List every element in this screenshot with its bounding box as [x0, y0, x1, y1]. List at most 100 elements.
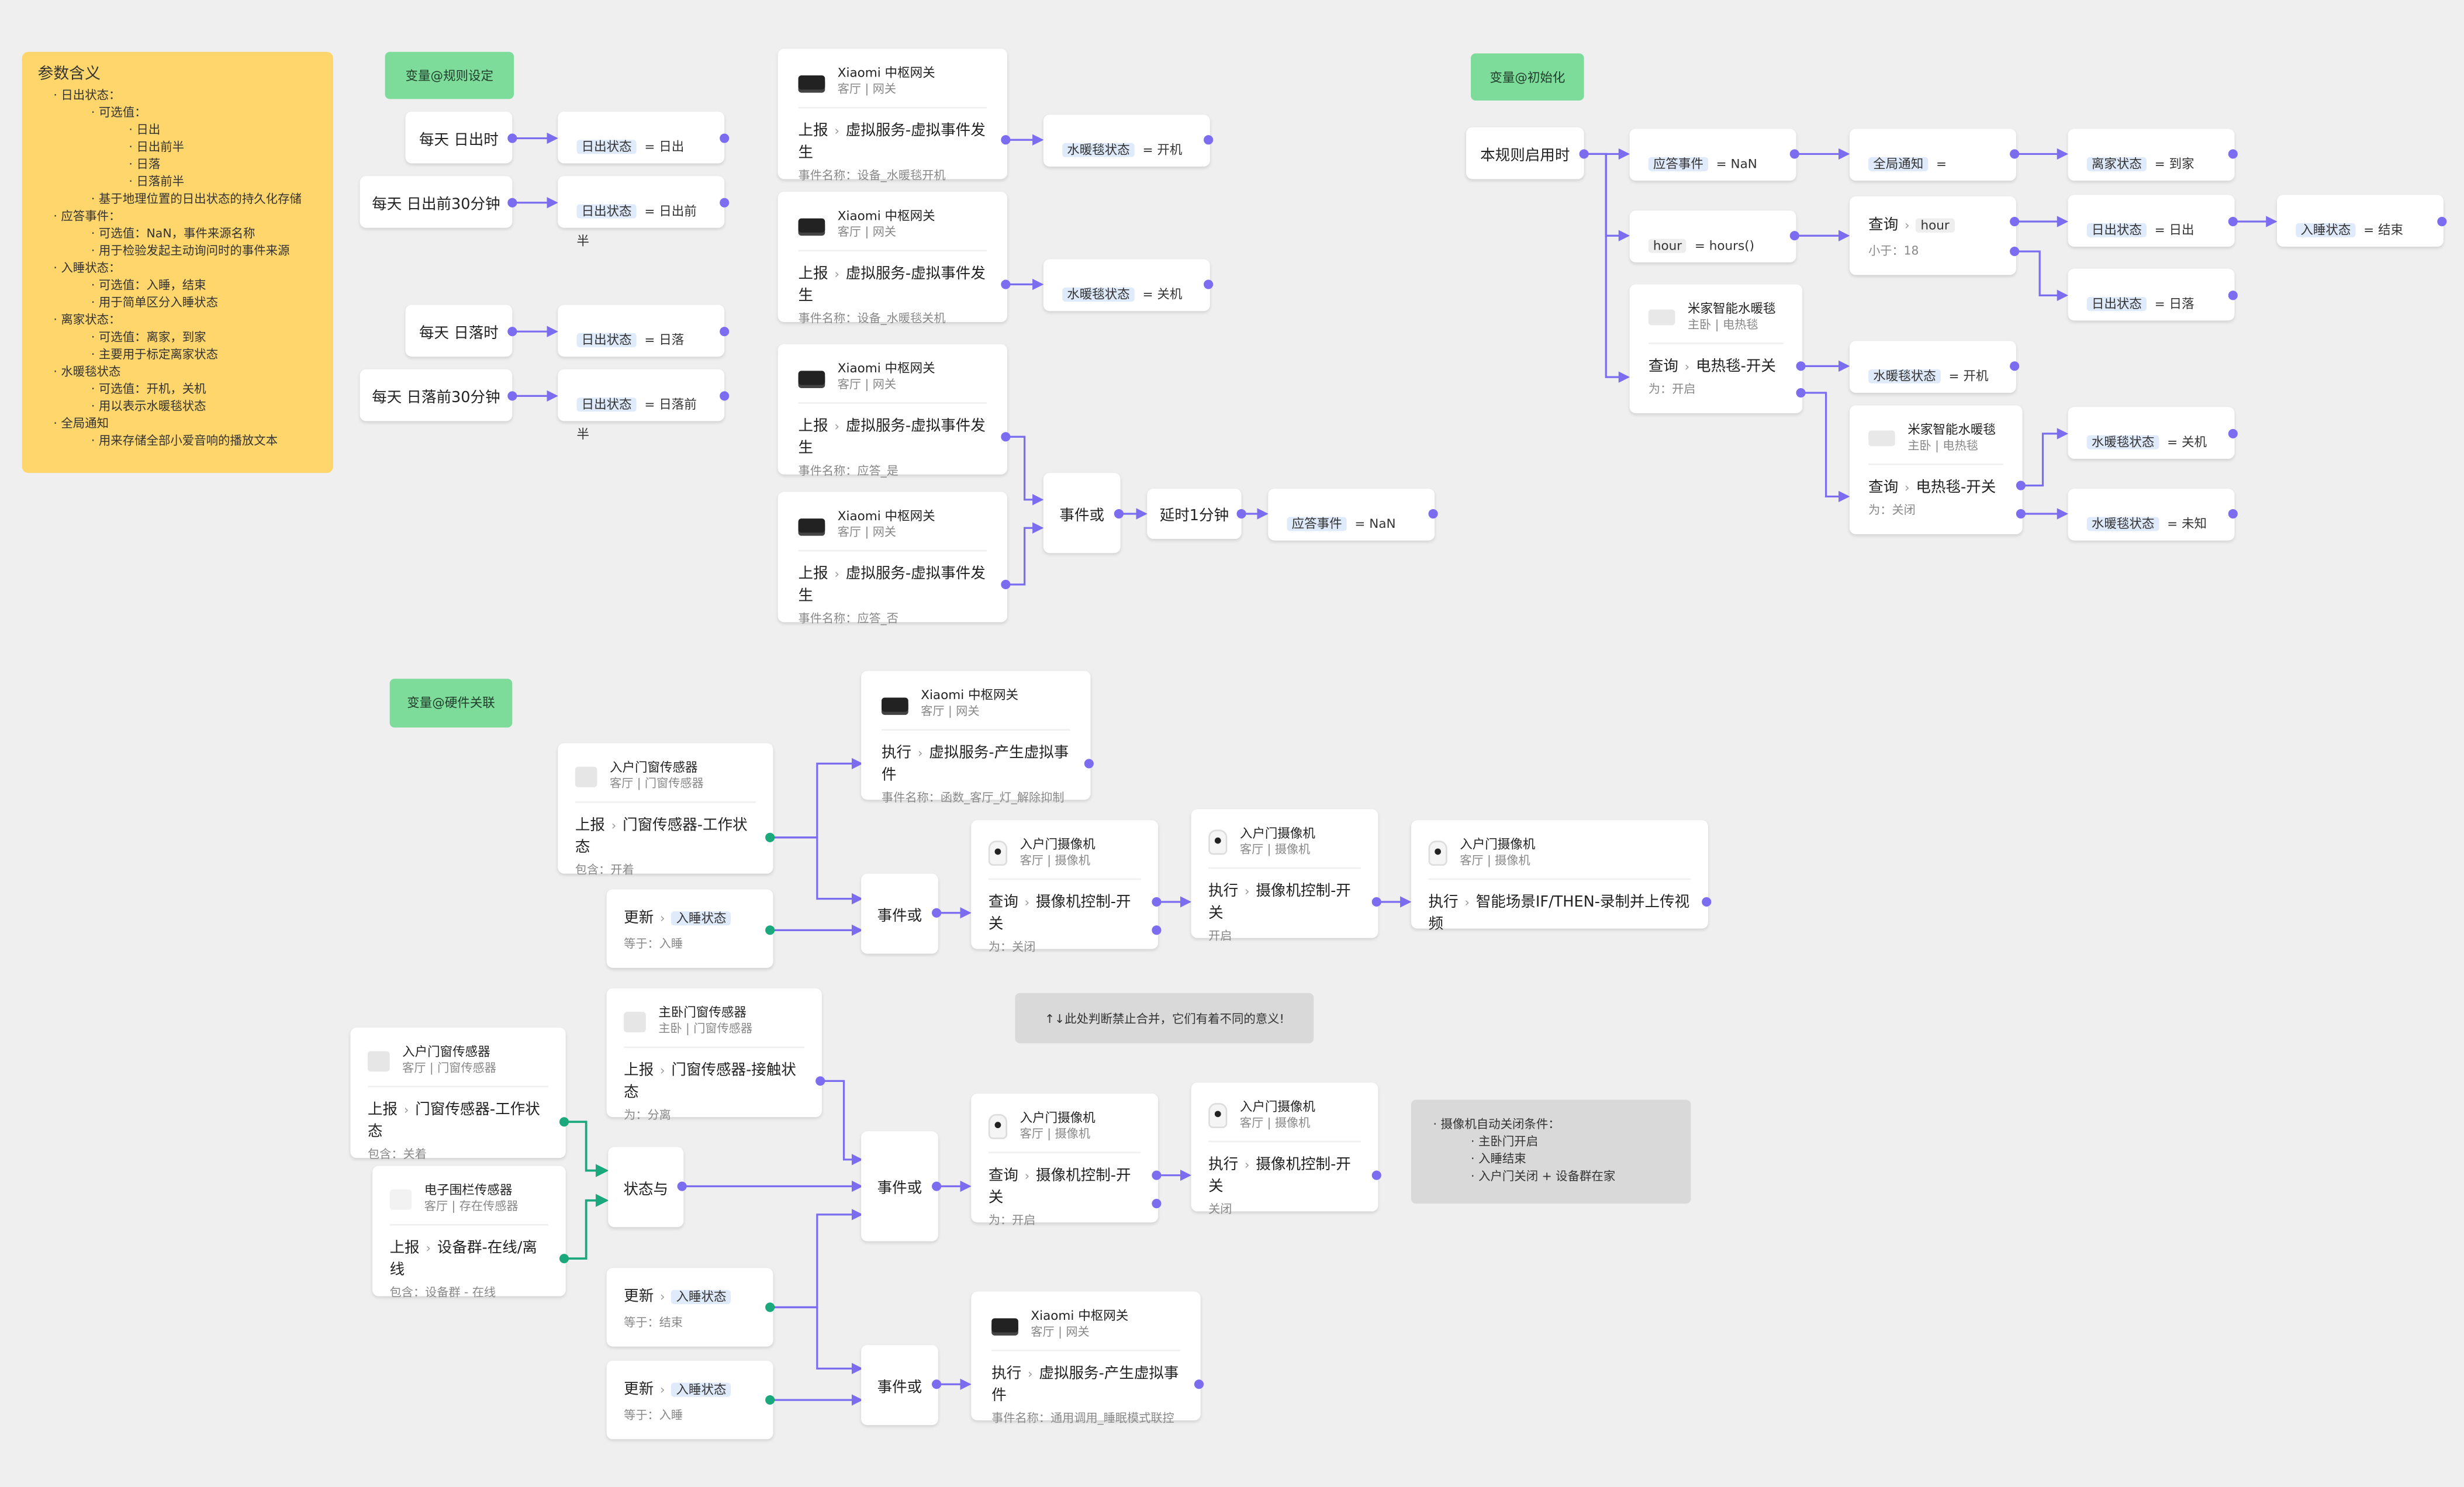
state-and-node[interactable]: 状态与 [608, 1147, 684, 1227]
event-or-node[interactable]: 事件或 [861, 1345, 938, 1426]
event-or-node[interactable]: 事件或 [1043, 473, 1121, 554]
device-name: 入户门摄像机 [1239, 1099, 1315, 1114]
logic-label: 延时1分钟 [1159, 507, 1229, 525]
action-verb: 上报 [798, 565, 828, 583]
gateway-card[interactable]: Xiaomi 中枢网关客厅 | 网关 上报›虚拟服务-虚拟事件发生 事件名称：应… [777, 344, 1008, 478]
assign-global-notice[interactable]: 全局通知 = [1849, 129, 2016, 181]
gateway-card[interactable]: Xiaomi 中枢网关客厅 | 网关 执行›虚拟服务-产生虚拟事件 事件名称：通… [971, 1291, 1201, 1425]
event-name: 事件名称：通用调用_睡眠模式联控 [991, 1410, 1174, 1426]
chevron-right-icon: › [1905, 218, 1910, 233]
camera-card[interactable]: 入户门摄像机客厅 | 摄像机 查询›摄像机控制-开关 为：开启 [971, 1093, 1159, 1227]
chevron-right-icon: › [660, 1382, 665, 1397]
condition-value: 为：开启 [1648, 382, 1696, 396]
delay-node[interactable]: 延时1分钟 [1147, 488, 1242, 540]
action-target: 电热毯-开关 [1916, 479, 1996, 497]
assign-sun-state[interactable]: 日出状态 = 日落前半 [558, 369, 725, 441]
camera-icon [1208, 1103, 1228, 1129]
device-room: 客厅 | 网关 [837, 81, 897, 96]
chevron-right-icon: › [1024, 1168, 1030, 1184]
group-rules[interactable]: 变量@规则设定 [385, 51, 514, 99]
trigger-sunrise[interactable]: 每天 日出时 [405, 111, 513, 164]
logic-label: 状态与 [623, 1181, 669, 1198]
group-hardware[interactable]: 变量@硬件关联 [389, 679, 513, 728]
camera-card[interactable]: 入户门摄像机客厅 | 摄像机 查询›摄像机控制-开关 为：关闭 [971, 820, 1159, 954]
camera-card[interactable]: 入户门摄像机客厅 | 摄像机 执行›摄像机控制-开关 开启 [1191, 809, 1378, 943]
assign-sun-state[interactable]: 日出状态 = 日落 [558, 305, 725, 357]
trigger-sunset[interactable]: 每天 日落时 [405, 305, 513, 357]
chevron-right-icon: › [426, 1241, 431, 1256]
var-tag: 日出状态 [576, 333, 637, 347]
camera-card[interactable]: 入户门摄像机客厅 | 摄像机 执行›智能场景IF/THEN-录制并上传视频 [1411, 820, 1708, 933]
door-sensor-card[interactable]: 入户门窗传感器客厅 | 门窗传感器 上报›门窗传感器-工作状态 包含：关着 [350, 1028, 566, 1161]
trigger-label: 每天 日落前30分钟 [372, 389, 500, 406]
gateway-card[interactable]: Xiaomi 中枢网关客厅 | 网关 执行›虚拟服务-产生虚拟事件 事件名称：函… [861, 670, 1091, 804]
assign-blanket-state[interactable]: 水暖毯状态 = 关机 [2068, 407, 2235, 459]
event-or-node[interactable]: 事件或 [861, 873, 938, 954]
trigger-rule-enabled[interactable]: 本规则启用时 [1466, 127, 1584, 179]
action-verb: 上报 [798, 122, 828, 140]
group-init[interactable]: 变量@初始化 [1471, 53, 1584, 101]
camera-card[interactable]: 入户门摄像机客厅 | 摄像机 执行›摄像机控制-开关 关闭 [1191, 1083, 1378, 1216]
door-sensor-icon [575, 766, 597, 787]
door-sensor-card[interactable]: 入户门窗传感器客厅 | 门窗传感器 上报›门窗传感器-工作状态 包含：开着 [558, 743, 773, 877]
action-verb: 执行 [991, 1365, 1022, 1383]
gateway-card[interactable]: Xiaomi 中枢网关客厅 | 网关 上报›虚拟服务-虚拟事件发生 事件名称：设… [777, 191, 1008, 325]
action-target: 门窗传感器-工作状态 [575, 817, 748, 857]
device-room: 客厅 | 网关 [837, 377, 897, 392]
update-sleep-node[interactable]: 更新›入睡状态 等于：入睡 [606, 889, 773, 968]
assign-sun-state[interactable]: 日出状态 = 日出 [558, 111, 725, 164]
assign-hour[interactable]: hour = hours() [1629, 210, 1796, 262]
blanket-query-card[interactable]: 米家智能水暖毯主卧 | 电热毯 查询›电热毯-开关 为：关闭 [1849, 405, 2023, 534]
assign-sleep-state[interactable]: 入睡状态 = 结束 [2277, 195, 2444, 247]
gateway-card[interactable]: Xiaomi 中枢网关客厅 | 网关 上报›虚拟服务-虚拟事件发生 事件名称：设… [777, 49, 1008, 182]
assign-away-state[interactable]: 离家状态 = 到家 [2068, 129, 2235, 181]
trigger-label: 每天 日出前30分钟 [372, 195, 500, 213]
logic-label: 事件或 [877, 1378, 922, 1396]
assign-answer-event[interactable]: 应答事件 = NaN [1268, 488, 1435, 541]
condition-value: 为：关闭 [1868, 503, 1916, 517]
assign-sun-state[interactable]: 日出状态 = 日落 [2068, 268, 2235, 321]
update-sleep-node[interactable]: 更新›入睡状态 等于：结束 [606, 1268, 773, 1347]
assign-sun-state[interactable]: 日出状态 = 日出 [2068, 195, 2235, 247]
bedroom-door-sensor-card[interactable]: 主卧门窗传感器主卧 | 门窗传感器 上报›门窗传感器-接触状态 为：分离 [606, 988, 822, 1122]
assign-blanket-state[interactable]: 水暖毯状态 = 开机 [1849, 341, 2016, 393]
chevron-right-icon: › [1245, 1158, 1250, 1173]
device-name: 入户门摄像机 [1239, 826, 1315, 841]
assign-blanket-state[interactable]: 水暖毯状态 = 开机 [1043, 115, 1210, 167]
device-room: 客厅 | 摄像机 [1020, 1126, 1090, 1141]
action-target: 门窗传感器-接触状态 [624, 1062, 796, 1102]
var-value: = 日落前半 [576, 397, 697, 442]
action-verb: 更新 [624, 910, 654, 927]
device-name: 入户门窗传感器 [609, 760, 698, 775]
condition-value: 小于：18 [1868, 243, 1919, 258]
gateway-icon [991, 1317, 1018, 1332]
gateway-icon [798, 370, 825, 385]
assign-sun-state[interactable]: 日出状态 = 日出前半 [558, 176, 725, 248]
trigger-before-sunset[interactable]: 每天 日落前30分钟 [360, 369, 513, 421]
camera-icon [1428, 841, 1447, 866]
logic-label: 事件或 [1059, 506, 1105, 524]
assign-blanket-state[interactable]: 水暖毯状态 = 关机 [1043, 259, 1210, 312]
update-sleep-node[interactable]: 更新›入睡状态 等于：入睡 [606, 1360, 773, 1440]
chevron-right-icon: › [1905, 480, 1910, 495]
action-verb: 上报 [624, 1062, 654, 1080]
fence-sensor-card[interactable]: 电子围栏传感器客厅 | 存在传感器 上报›设备群-在线/离线 包含：设备群 - … [372, 1166, 566, 1299]
legend-line: · 主要用于标定离家状态 [91, 347, 219, 362]
chevron-right-icon: › [834, 267, 840, 282]
legend-line: · 日出前半 [129, 140, 185, 154]
blanket-query-card[interactable]: 米家智能水暖毯主卧 | 电热毯 查询›电热毯-开关 为：开启 [1629, 284, 1803, 413]
trigger-before-sunrise[interactable]: 每天 日出前30分钟 [360, 176, 513, 228]
event-or-node[interactable]: 事件或 [861, 1131, 938, 1242]
var-tag: 日出状态 [576, 204, 637, 219]
var-tag: 全局通知 [1868, 157, 1929, 172]
var-tag: 入睡状态 [671, 1382, 731, 1397]
gateway-card[interactable]: Xiaomi 中枢网关客厅 | 网关 上报›虚拟服务-虚拟事件发生 事件名称：应… [777, 492, 1008, 625]
assign-blanket-state[interactable]: 水暖毯状态 = 未知 [2068, 488, 2235, 541]
assign-answer-event[interactable]: 应答事件 = NaN [1629, 129, 1796, 181]
condition-value: 为：开启 [988, 1213, 1036, 1227]
condition-value: 为：分离 [624, 1108, 671, 1122]
chevron-right-icon: › [660, 1289, 665, 1305]
var-tag: 水暖毯状态 [2086, 435, 2159, 449]
query-hour-node[interactable]: 查询›hour 小于：18 [1849, 196, 2016, 275]
